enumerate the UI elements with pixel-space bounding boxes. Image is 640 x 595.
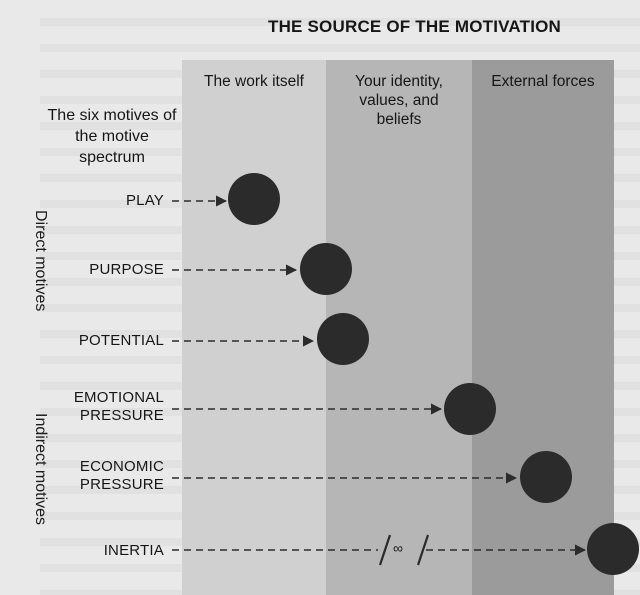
dot-inertia xyxy=(587,523,639,575)
dot-economic-pressure xyxy=(520,451,572,503)
band-external-forces: External forces xyxy=(472,60,614,595)
dot-purpose xyxy=(300,243,352,295)
band-work-itself-label: The work itself xyxy=(204,73,304,90)
break-slash-left xyxy=(378,534,392,566)
motive-label-inertia: INERTIA xyxy=(103,542,164,559)
band-work-itself: The work itself xyxy=(182,60,326,595)
motive-label-emotional-pressure: EMOTIONAL PRESSURE xyxy=(73,389,164,424)
band-identity-values-beliefs: Your identity, values, and beliefs xyxy=(326,60,472,595)
motive-spectrum-title: The six motives of the motive spectrum xyxy=(47,107,177,166)
dot-play xyxy=(228,173,280,225)
source-of-motivation-title: THE SOURCE OF THE MOTIVATION xyxy=(268,17,562,36)
motive-label-potential: POTENTIAL xyxy=(78,332,164,349)
band-identity-label: Your identity, values, and beliefs xyxy=(355,73,443,128)
infinity-symbol: ∞ xyxy=(393,540,403,556)
band-external-forces-label: External forces xyxy=(491,73,595,90)
motive-label-purpose: PURPOSE xyxy=(89,261,164,278)
dot-emotional-pressure xyxy=(444,383,496,435)
dot-potential xyxy=(317,313,369,365)
motive-label-economic-pressure: ECONOMIC PRESSURE xyxy=(79,458,164,493)
motive-label-play: PLAY xyxy=(125,192,164,209)
break-slash-right xyxy=(416,534,430,566)
